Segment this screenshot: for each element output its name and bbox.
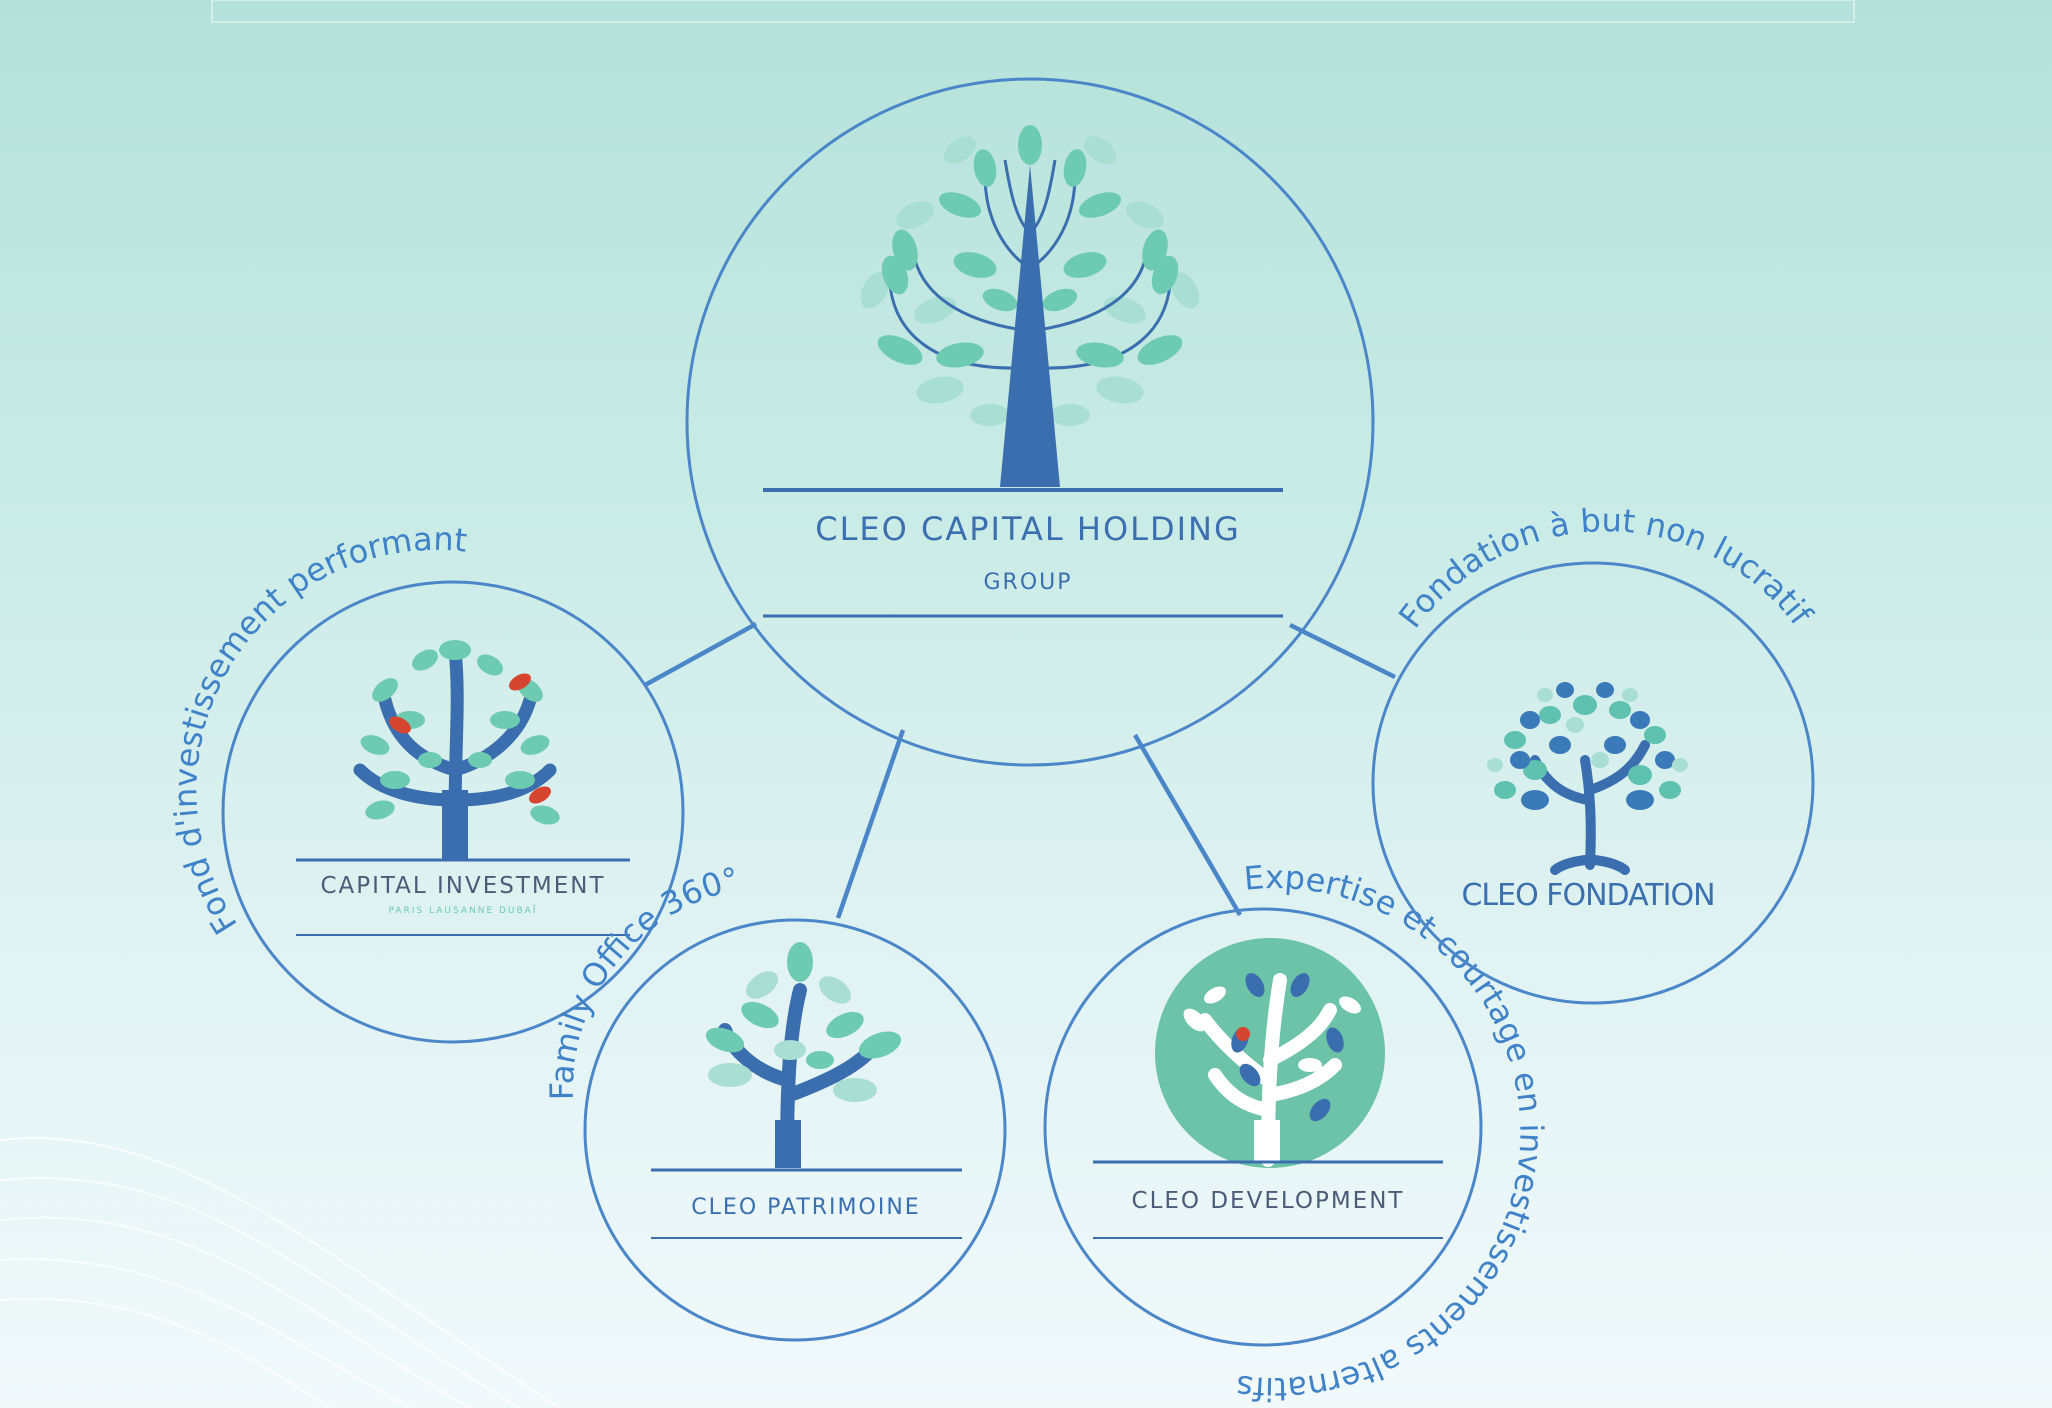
tree-logo-development (1093, 938, 1443, 1239)
node-investment-ring (221, 580, 685, 1044)
node-development-ring (1043, 907, 1483, 1347)
decorative-waves (0, 1137, 561, 1408)
connector-lines (643, 622, 1396, 919)
connector-investment (643, 622, 758, 687)
caption-fondation-path: Fondation à but non lucratif (1391, 501, 1820, 635)
node-development-name: CLEO DEVELOPMENT (1132, 1188, 1405, 1214)
node-fondation-ring (1371, 561, 1815, 1005)
node-holding-sub: GROUP (983, 570, 1072, 595)
node-fondation: CLEO FONDATION (1371, 561, 1815, 1005)
tree-logo-holding (763, 125, 1283, 618)
node-patrimoine-ring (583, 918, 1007, 1342)
tree-logo-investment (296, 640, 630, 936)
node-patrimoine: CLEO PATRIMOINE (583, 918, 1007, 1342)
node-investment-sub: PARIS LAUSANNE DUBAÏ (388, 905, 537, 916)
connector-fondation (1289, 622, 1396, 680)
node-development: CLEO DEVELOPMENT (1043, 907, 1483, 1347)
node-investment: CAPITAL INVESTMENT PARIS LAUSANNE DUBAÏ (221, 580, 685, 1044)
top-frame (211, 0, 1855, 23)
tree-logo-fondation (1487, 682, 1688, 875)
node-holding: CLEO CAPITAL HOLDING GROUP (685, 77, 1375, 767)
caption-fondation: Fondation à but non lucratif (1391, 501, 1820, 635)
node-holding-ring (685, 77, 1375, 767)
node-holding-name: CLEO CAPITAL HOLDING (815, 510, 1241, 548)
node-fondation-name: CLEO FONDATION (1461, 878, 1714, 913)
node-patrimoine-name: CLEO PATRIMOINE (691, 1195, 920, 1220)
tree-logo-patrimoine (651, 942, 962, 1239)
connector-development (1133, 733, 1242, 917)
connector-patrimoine (835, 729, 906, 919)
node-investment-name: CAPITAL INVESTMENT (320, 873, 605, 899)
